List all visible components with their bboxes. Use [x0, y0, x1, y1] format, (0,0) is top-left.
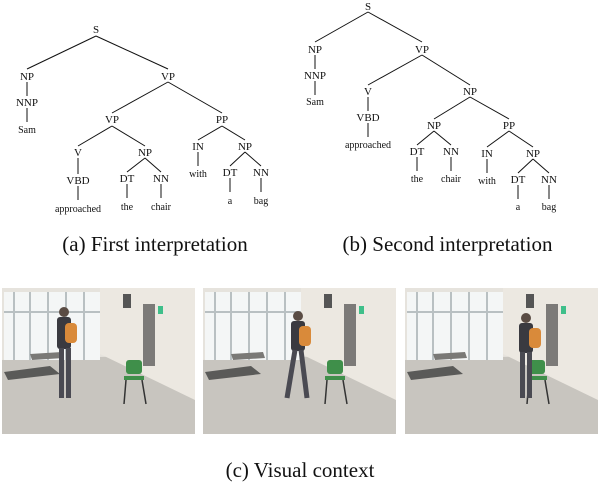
- tree-a-node-nn: NN: [153, 173, 169, 185]
- tree-a-node-vp2: VP: [105, 114, 119, 126]
- tree-b-node-np3: NP: [427, 120, 441, 132]
- person-icon: [284, 311, 311, 399]
- tree-a-word-a: a: [228, 196, 233, 207]
- tree-a-node-dt2: DT: [223, 167, 238, 179]
- caption-first-interpretation: (a) First interpretation: [62, 232, 248, 256]
- person-icon: [519, 313, 541, 398]
- video-frame-3: [405, 288, 598, 434]
- tree-a-word-approached: approached: [55, 204, 101, 215]
- caption-visual-context: (c) Visual context: [225, 458, 375, 482]
- tree-a-node-dt: DT: [120, 173, 135, 185]
- person-icon: [57, 307, 77, 398]
- tree-b-word-the: the: [411, 174, 424, 185]
- tree-a-node-pp: PP: [216, 114, 228, 126]
- tree-b-word-with: with: [478, 176, 496, 187]
- tree-a-node-np2: NP: [138, 147, 152, 159]
- tree-first-interpretation: S NP NNP Sam VP VP PP V VBD approached N…: [16, 24, 269, 215]
- tree-b-edges: [314, 11, 550, 199]
- tree-b-node-nnp: NNP: [304, 70, 326, 82]
- video-frame-1: [2, 288, 195, 434]
- tree-b-node-np4: NP: [526, 148, 540, 160]
- chair-icon: [526, 360, 550, 405]
- tree-a-node-nnp: NNP: [16, 97, 38, 109]
- tree-a-node-vbd: VBD: [66, 175, 89, 187]
- tree-a-node-np: NP: [20, 71, 34, 83]
- tree-b-node-in: IN: [481, 148, 493, 160]
- tree-b-node-np: NP: [308, 44, 322, 56]
- tree-a-node-vp: VP: [161, 71, 175, 83]
- caption-second-interpretation: (b) Second interpretation: [342, 232, 553, 256]
- chair-icon: [123, 360, 147, 405]
- tree-b-word-bag: bag: [542, 202, 556, 213]
- tree-a-word-bag: bag: [254, 196, 268, 207]
- tree-b-word-approached: approached: [345, 140, 391, 151]
- tree-b-node-np2: NP: [463, 86, 477, 98]
- tree-a-node-v: V: [74, 147, 82, 159]
- tree-b-word-a: a: [516, 202, 521, 213]
- tree-b-word-chair: chair: [441, 174, 462, 185]
- tree-b-node-vp: VP: [415, 44, 429, 56]
- tree-b-node-pp: PP: [503, 120, 515, 132]
- tree-b-node-nn2: NN: [541, 174, 557, 186]
- tree-a-node-nn2: NN: [253, 167, 269, 179]
- tree-b-node-v: V: [364, 86, 372, 98]
- tree-b-node-s: S: [365, 1, 371, 13]
- tree-a-word-with: with: [189, 169, 207, 180]
- tree-a-word-chair: chair: [151, 202, 172, 213]
- tree-b-node-vbd: VBD: [356, 112, 379, 124]
- tree-a-node-np3: NP: [238, 141, 252, 153]
- tree-b-word-sam: Sam: [306, 97, 324, 108]
- tree-a-word-sam: Sam: [18, 125, 36, 136]
- video-frame-2: [203, 288, 396, 434]
- tree-b-node-dt: DT: [410, 146, 425, 158]
- tree-b-node-dt2: DT: [511, 174, 526, 186]
- chair-icon: [324, 360, 348, 405]
- tree-a-node-s: S: [93, 24, 99, 36]
- tree-a-edges: [26, 35, 262, 200]
- tree-b-node-nn: NN: [443, 146, 459, 158]
- tree-a-node-in: IN: [192, 141, 204, 153]
- tree-second-interpretation: S NP NNP Sam VP V VBD approached NP NP P…: [304, 1, 557, 213]
- tree-a-word-the: the: [121, 202, 134, 213]
